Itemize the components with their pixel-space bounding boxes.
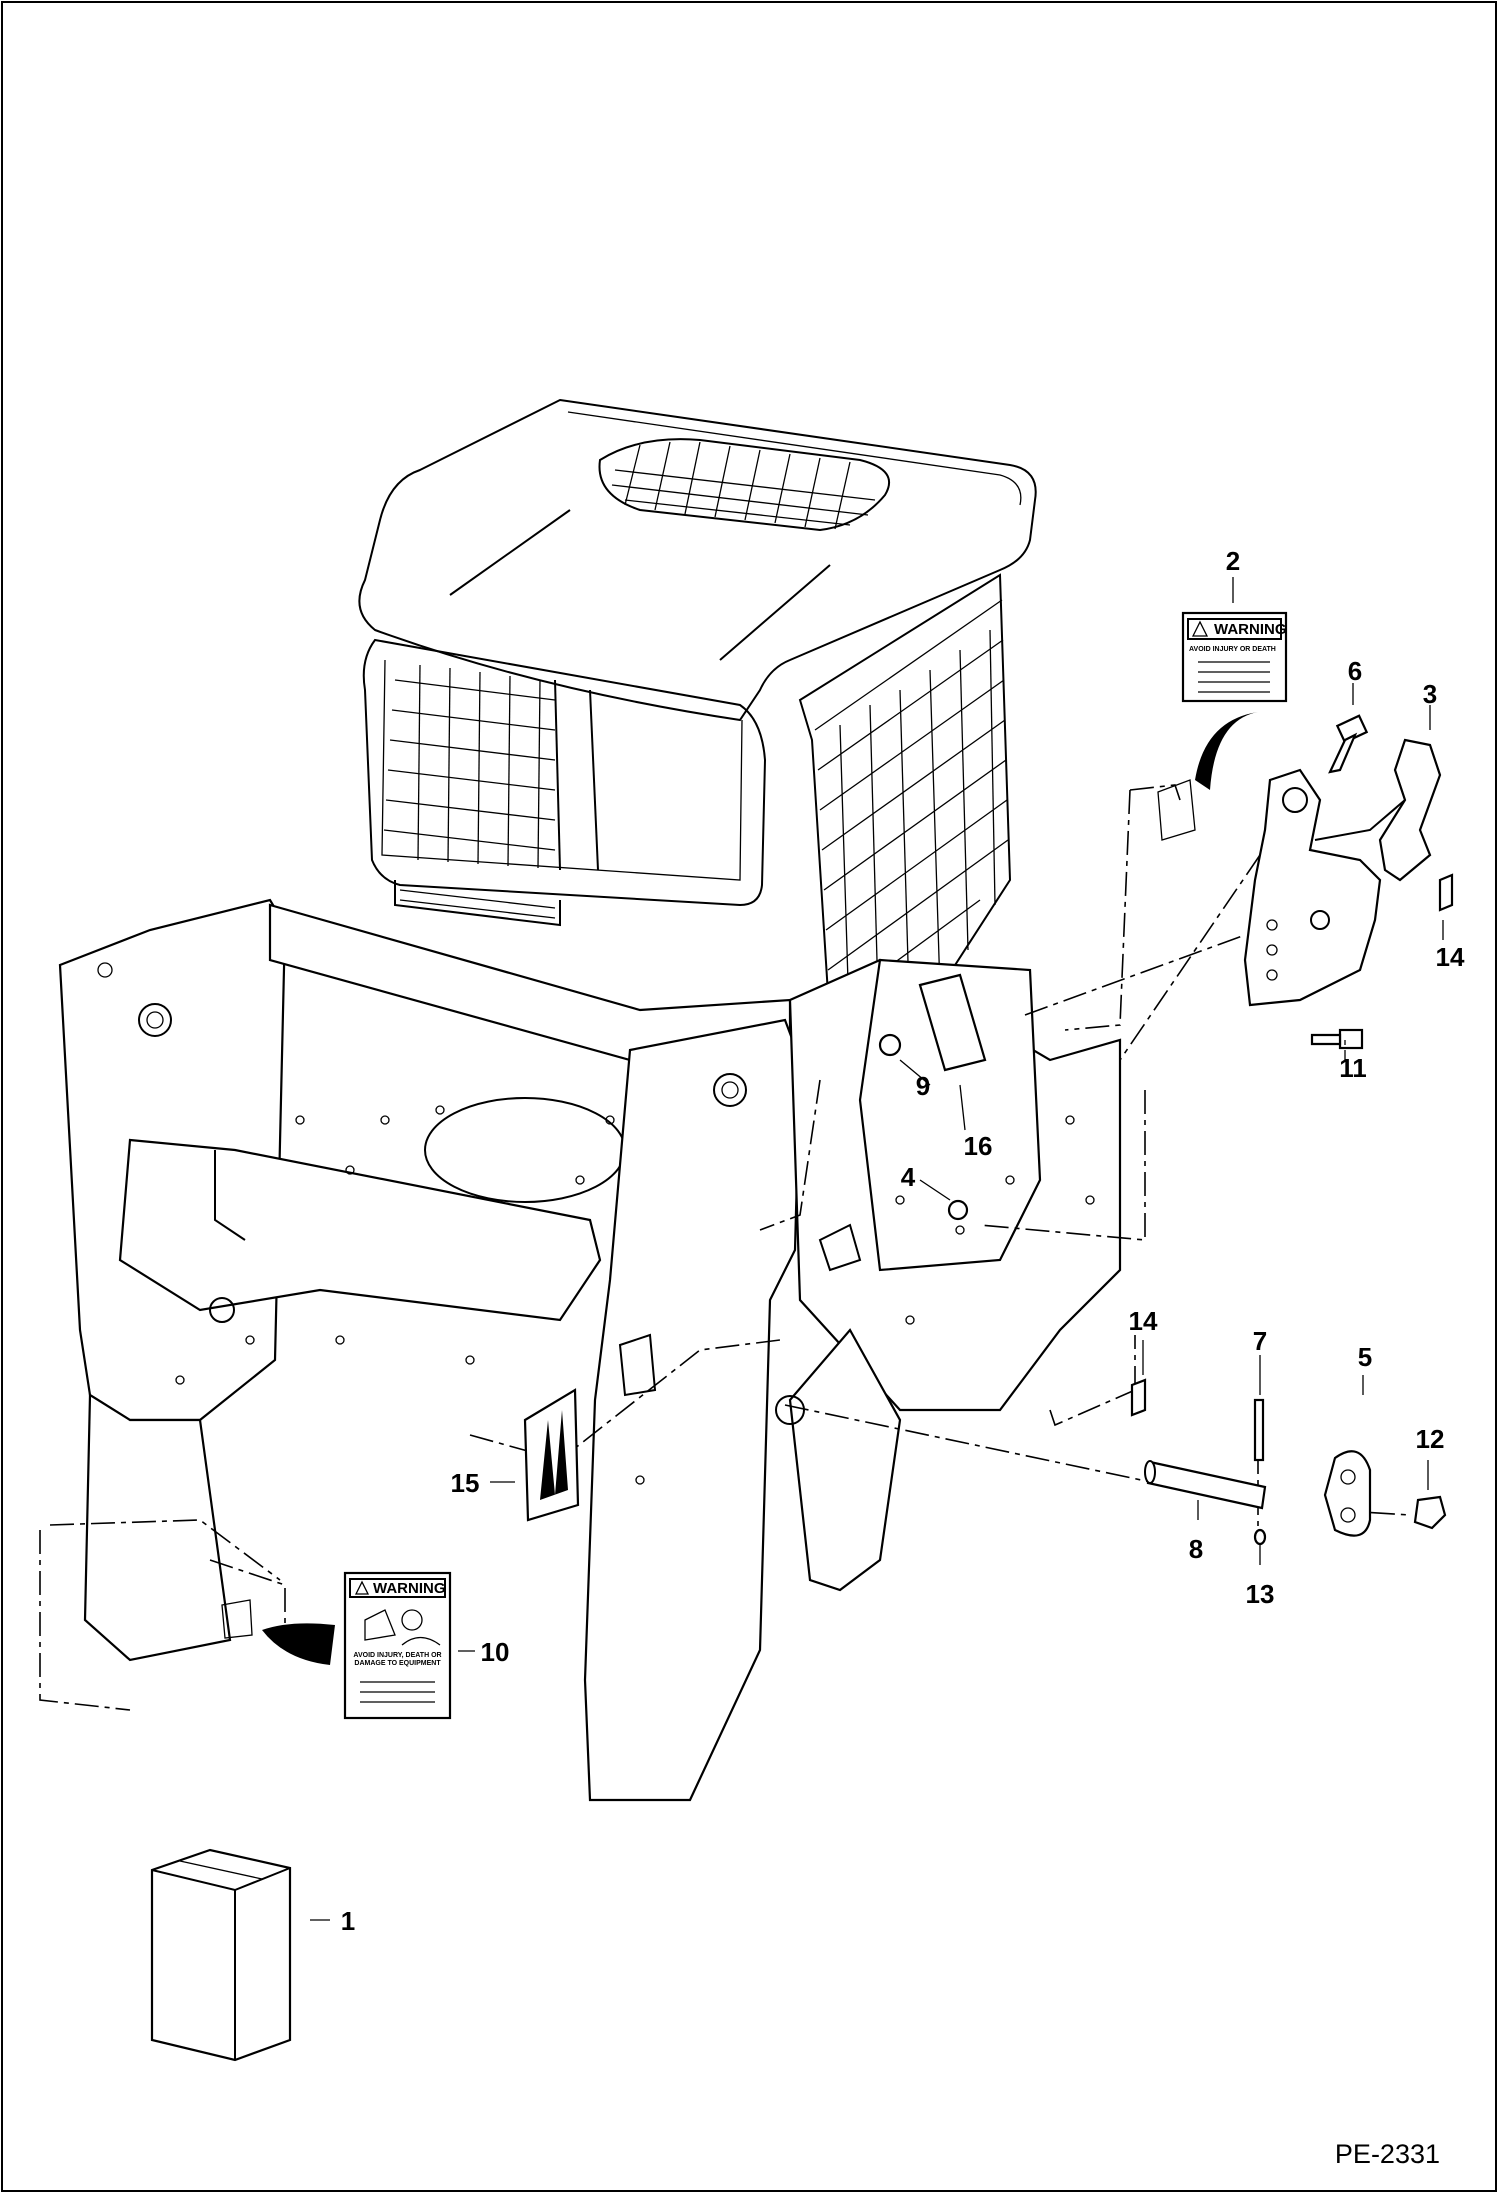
kit-box — [150, 1848, 292, 2062]
callout-7: 7 — [1253, 1326, 1267, 1356]
link-5 — [1323, 1450, 1372, 1537]
warning-decal-2: WARNING AVOID INJURY OR DEATH — [1157, 611, 1288, 841]
document-number: PE-2331 — [1335, 2139, 1440, 2169]
callout-12: 12 — [1416, 1424, 1445, 1454]
right-upright — [583, 1018, 802, 1802]
nut-12 — [1413, 1495, 1447, 1530]
callout-14-lower: 14 — [1129, 1306, 1158, 1336]
washer-14-upper — [1438, 873, 1454, 912]
decal-10-subtext-box: AVOID INJURY, DEATH OR DAMAGE TO EQUIPME… — [353, 1652, 442, 1667]
callout-5: 5 — [1358, 1342, 1372, 1372]
front-opening — [362, 638, 767, 907]
bolt-6 — [1328, 714, 1369, 774]
center-hole — [424, 1097, 626, 1203]
decal-2-subtext: AVOID INJURY OR DEATH — [1189, 646, 1276, 653]
nut-4 — [947, 1199, 969, 1221]
decal-10-heading: WARNING — [373, 1580, 446, 1597]
hinge-plate — [1243, 768, 1382, 1007]
decal-2-heading: WARNING — [1214, 621, 1287, 638]
nut-9 — [878, 1033, 902, 1057]
lower-panel — [118, 1138, 602, 1322]
washer-14-lower — [1130, 1378, 1147, 1417]
callout-6: 6 — [1348, 656, 1362, 686]
decal-10-subtext: AVOID INJURY, DEATH OR DAMAGE TO EQUIPME… — [353, 1652, 442, 1667]
callout-2: 2 — [1226, 546, 1240, 576]
left-lower-leg — [83, 1393, 232, 1662]
callout-labels: 2 3 6 14 11 9 16 4 14 7 5 12 8 13 15 10 … — [341, 546, 1465, 1936]
latch — [818, 1223, 862, 1272]
lower-right-leg — [788, 1328, 902, 1592]
roll-pin-7 — [1253, 1398, 1265, 1462]
callout-1: 1 — [341, 1906, 355, 1936]
callout-15: 15 — [451, 1468, 480, 1498]
callout-14-upper: 14 — [1436, 942, 1465, 972]
callout-13: 13 — [1246, 1579, 1275, 1609]
latch-arm — [1314, 738, 1442, 882]
callout-16: 16 — [964, 1131, 993, 1161]
callout-9: 9 — [916, 1071, 930, 1101]
callout-4: 4 — [901, 1162, 916, 1192]
callout-8: 8 — [1189, 1534, 1203, 1564]
bracket — [618, 1333, 657, 1397]
roof-grille — [598, 438, 891, 532]
leader-lines — [310, 577, 1444, 1921]
warning-decal-10: WARNING AVOID INJURY, DEATH OR DAMAGE TO… — [221, 1571, 452, 1720]
main-frame — [58, 898, 1122, 1802]
shaft-8 — [1144, 1460, 1267, 1510]
clip-13 — [1253, 1528, 1267, 1546]
callout-10: 10 — [481, 1637, 510, 1667]
callout-11: 11 — [1339, 1053, 1367, 1083]
bolt-11 — [1310, 1028, 1364, 1050]
cover-plate — [858, 958, 1042, 1272]
operator-cab — [358, 398, 1037, 1122]
decal-15 — [523, 1388, 580, 1522]
callout-3: 3 — [1423, 679, 1437, 709]
pad-16 — [918, 973, 987, 1072]
